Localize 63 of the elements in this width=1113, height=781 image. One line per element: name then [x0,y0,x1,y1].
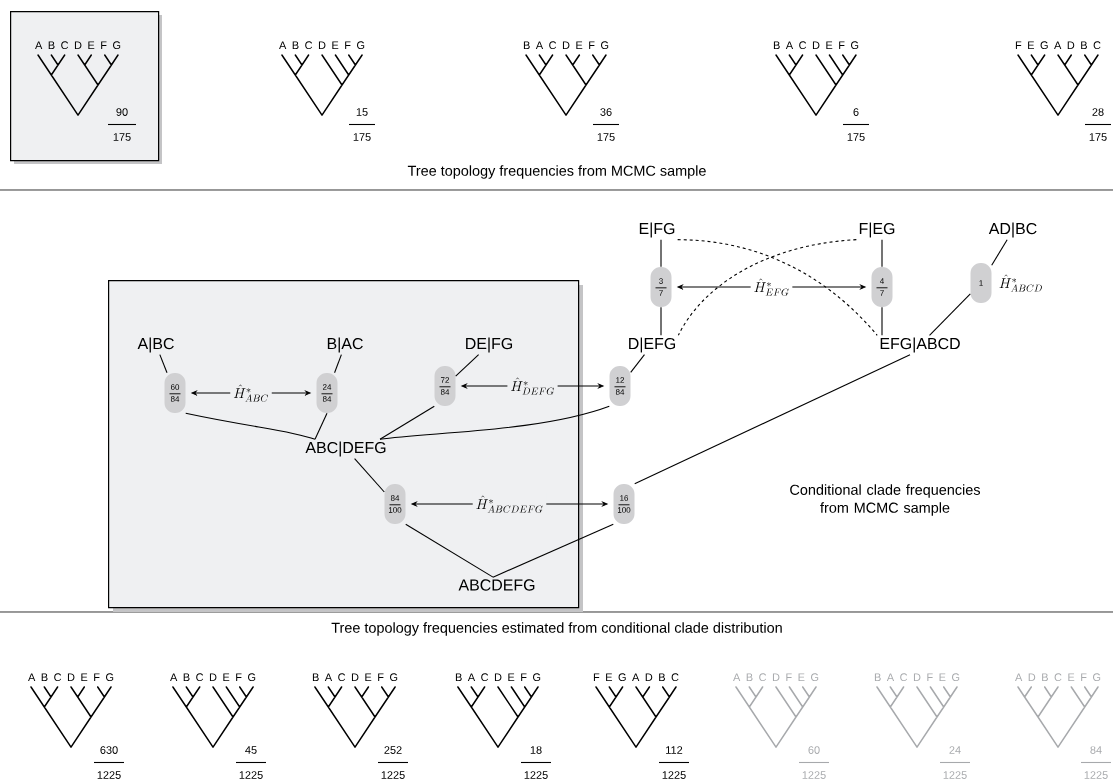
leaf-labels: B A C D E F G [312,673,398,682]
fraction: 90 175 [107,108,137,141]
clade-label: ABC|DEFG [305,441,386,457]
connector-line [334,354,342,374]
leaf-labels: A D B C E F G [1015,673,1101,682]
leaf-labels: F E G A D B C [1015,41,1101,50]
fraction: 6 175 [842,108,870,141]
leaf-labels: B A C D E F G [773,41,859,50]
connector-line [660,306,662,336]
fraction: 252 1225 [377,746,409,779]
fraction: 45 1225 [235,746,267,779]
connector-line [314,412,328,440]
connector-line [660,239,662,268]
connector-line [185,412,316,440]
fraction: 36 175 [592,108,620,141]
caption: Tree topology frequencies from MCMC sample [407,165,706,179]
connector-line [159,354,168,374]
clade-label: E|FG [639,222,675,238]
fraction: 28 175 [1084,108,1112,141]
clade-label: ABCDEFG [458,579,535,591]
caption: Tree topology frequencies estimated from conditional clade distribution [331,622,782,636]
fraction: 15 175 [348,108,376,141]
fraction: 112 1225 [658,746,690,779]
connector-line [455,354,480,377]
connector-line [634,354,911,485]
connector-line [881,306,883,336]
leaf-labels: A B C D E F G [170,673,256,682]
edge-label: $\hat{H}^*_{DEFG}$ [507,374,558,398]
clade-label: DE|FG [466,337,512,353]
fraction: 18 1225 [520,746,552,779]
clade-label: B|AC [327,337,363,353]
leaf-labels: B A C D E F G [455,673,541,682]
fraction: 60 1225 [798,746,830,779]
clade-label: EFG|ABCD [880,337,960,353]
leaf-labels: A B C D E F G [28,673,114,682]
formula-label: $\hat{H}^*_{ABCD}$ [999,274,1042,292]
leaf-labels: F E G A D B C [593,673,679,682]
leaf-labels: B A C D F E G [874,673,960,682]
connector-line [991,239,1008,266]
leaf-labels: A B C D E F G [35,41,121,50]
edge-label: $\hat{H}^*_{ABC}$ [230,381,272,405]
edge-label: $\hat{H}^*_{ABCDEFG}$ [472,492,547,516]
connector-line [630,354,645,373]
connector-line [379,405,435,440]
leaf-labels: A B C D E F G [279,41,365,50]
leaf-labels: B A C D E F G [523,41,609,50]
clade-label: F|EG [859,222,895,238]
edge-label: $\hat{H}^*_{EFG}$ [750,275,793,299]
connector-line [379,405,610,440]
connector-line [928,293,971,336]
fraction: 24 1225 [939,746,971,779]
highlight-box [108,280,583,612]
clade-label: D|EFG [629,337,675,353]
fraction: 630 1225 [93,746,125,779]
clade-label: A|BC [137,337,174,353]
connector-line [492,523,614,578]
connector-line [354,458,385,493]
fraction: 84 1225 [1080,746,1112,779]
clade-label: AD|BC [988,222,1037,238]
connector-line [405,523,494,578]
caption: Conditional clade frequencies from MCMC sample [790,484,980,516]
leaf-labels: A B C D F E G [733,673,819,682]
connector-line [881,239,883,268]
